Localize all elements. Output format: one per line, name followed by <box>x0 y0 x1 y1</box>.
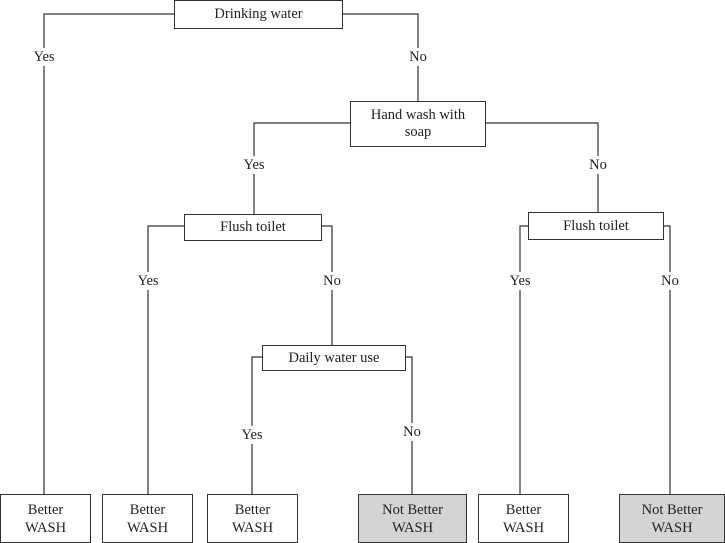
edge-label-yes: Yes <box>241 156 267 174</box>
node-flush-toilet-left: Flush toilet <box>184 214 322 241</box>
leaf-line1: Not Better <box>641 501 703 518</box>
node-drinking-water: Drinking water <box>174 0 343 29</box>
leaf-line1: Better <box>27 501 64 518</box>
edge-flushleft-yes <box>147 225 184 494</box>
leaf-line2: WASH <box>502 519 545 536</box>
edge-root-no <box>343 13 419 101</box>
node-hand-wash-with-soap: Hand wash with soap <box>350 101 486 147</box>
edge-label-no: No <box>401 423 423 441</box>
edge-label-no: No <box>321 272 343 290</box>
edge-label-yes: Yes <box>31 48 57 66</box>
leaf-line1: Better <box>234 501 271 518</box>
edge-label-no: No <box>407 48 429 66</box>
leaf-line2: WASH <box>391 519 434 536</box>
edge-flushright-no <box>664 225 671 494</box>
node-daily-water-use: Daily water use <box>262 345 406 371</box>
edge-handwash-yes <box>253 122 350 214</box>
edge-label-yes: Yes <box>135 272 161 290</box>
leaf-line2: WASH <box>231 519 274 536</box>
edge-daily-no <box>406 356 413 494</box>
leaf-line1: Better <box>129 501 166 518</box>
leaf-line2: WASH <box>651 519 693 536</box>
edge-flushright-yes <box>519 225 528 494</box>
edge-daily-yes <box>251 356 262 494</box>
node-flush-toilet-right: Flush toilet <box>528 212 664 240</box>
edge-label-yes: Yes <box>507 272 533 290</box>
leaf-line1: Not Better <box>382 501 443 518</box>
edge-label-no: No <box>587 156 609 174</box>
edge-label-yes: Yes <box>239 426 265 444</box>
edge-root-yes <box>43 13 174 494</box>
edge-label-no: No <box>659 272 681 290</box>
leaf-line2: WASH <box>24 519 67 536</box>
leaf-line2: WASH <box>126 519 169 536</box>
edge-flushleft-no <box>322 225 333 345</box>
leaf-line1: Better <box>505 501 542 518</box>
edge-handwash-no <box>486 122 599 214</box>
